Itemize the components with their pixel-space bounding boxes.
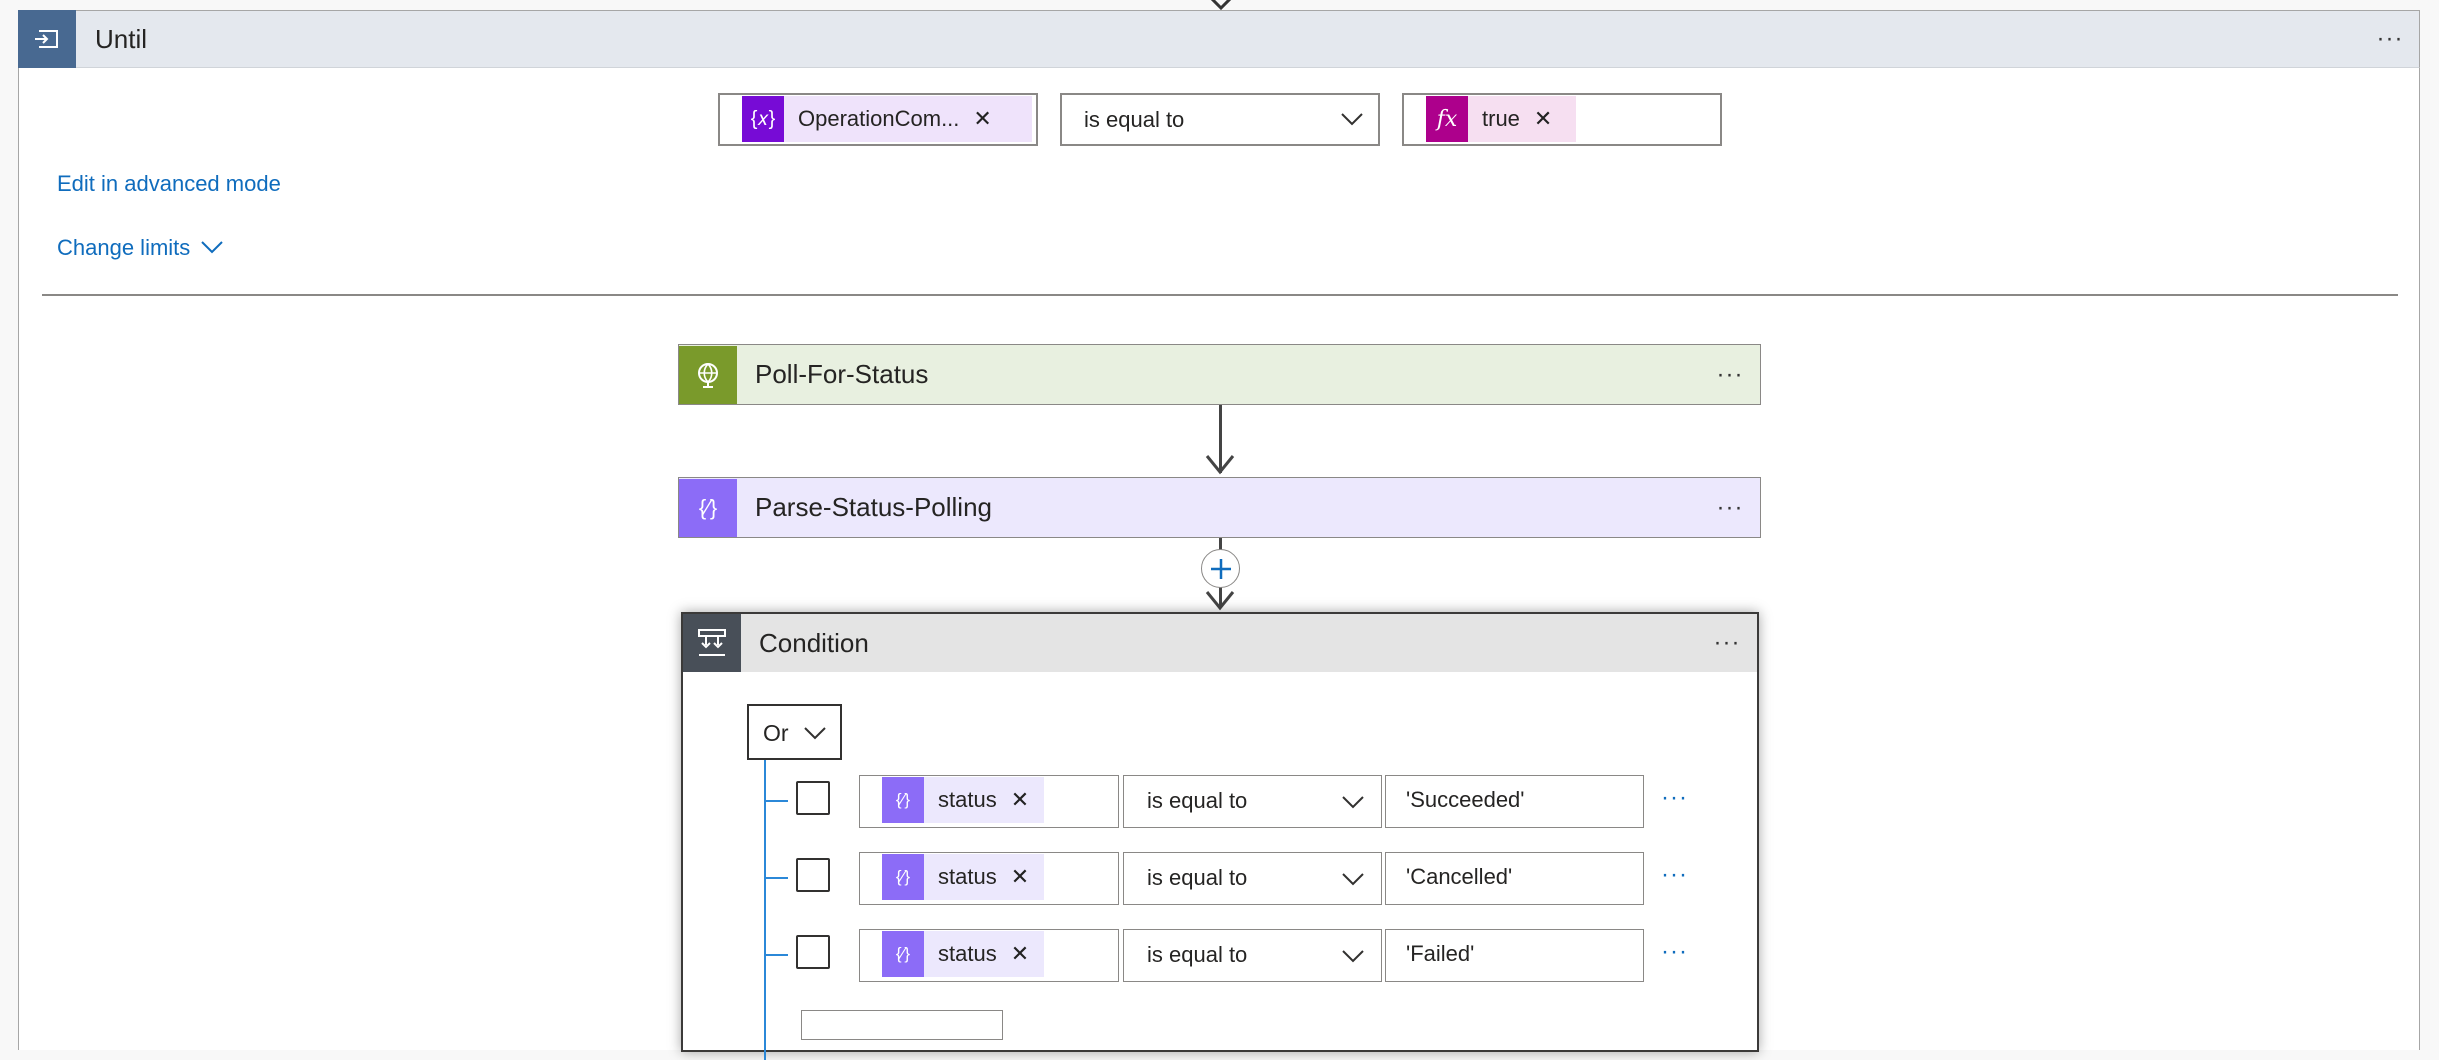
row-checkbox[interactable]	[796, 781, 830, 815]
condition-more-icon[interactable]: ···	[1713, 629, 1741, 656]
tree-line	[764, 760, 766, 1060]
row-left-operand[interactable]: {⁄} status ✕	[859, 929, 1119, 982]
change-limits-link[interactable]: Change limits	[57, 235, 191, 260]
row-operator-select[interactable]: is equal to	[1123, 929, 1382, 982]
row-operator-select[interactable]: is equal to	[1123, 852, 1382, 905]
divider	[42, 294, 2398, 296]
group-operator-value: Or	[763, 720, 789, 746]
status-token-label: status	[938, 787, 997, 812]
row-value-input[interactable]: 'Cancelled'	[1385, 852, 1644, 905]
row-value: 'Failed'	[1406, 941, 1475, 966]
remove-token-icon[interactable]: ✕	[1533, 106, 1553, 131]
remove-token-icon[interactable]: ✕	[1010, 864, 1030, 889]
row-more-icon[interactable]: ···	[1661, 861, 1688, 888]
row-left-operand[interactable]: {⁄} status ✕	[859, 852, 1119, 905]
operation-token: {𝑥} OperationCom... ✕	[742, 96, 1032, 142]
plus-icon[interactable]	[1201, 549, 1240, 588]
braces-icon: {⁄}	[882, 931, 924, 977]
condition-title: Condition	[759, 628, 869, 658]
braces-icon: {⁄}	[882, 854, 924, 900]
globe-icon	[679, 345, 737, 404]
row-more-icon[interactable]: ···	[1661, 784, 1688, 811]
until-more-icon[interactable]: ···	[2376, 25, 2404, 52]
true-token-label: true	[1482, 106, 1520, 131]
row-value-input[interactable]: 'Succeeded'	[1385, 775, 1644, 828]
group-operator-select[interactable]: Or	[747, 704, 842, 760]
chevron-down-icon	[1342, 873, 1364, 886]
braces-icon: {⁄}	[679, 478, 737, 537]
row-value: 'Succeeded'	[1406, 787, 1525, 812]
tree-branch	[766, 954, 788, 956]
arrow-down-icon	[1205, 591, 1235, 611]
status-token: {⁄} status ✕	[882, 854, 1044, 900]
connector-line	[1219, 405, 1222, 473]
fx-icon: fx	[1426, 96, 1468, 142]
parse-status-polling-title: Parse-Status-Polling	[755, 492, 992, 522]
tree-branch	[766, 800, 788, 802]
remove-token-icon[interactable]: ✕	[973, 106, 992, 131]
row-left-operand[interactable]: {⁄} status ✕	[859, 775, 1119, 828]
row-operator-select[interactable]: is equal to	[1123, 775, 1382, 828]
until-operator-select[interactable]: is equal to	[1060, 93, 1380, 146]
condition-card	[681, 612, 1759, 1052]
incoming-arrow	[1210, 0, 1232, 11]
tree-branch	[766, 877, 788, 879]
variable-icon: {𝑥}	[742, 96, 784, 142]
parse-more-icon[interactable]: ···	[1716, 493, 1744, 521]
status-token: {⁄} status ✕	[882, 931, 1044, 977]
condition-icon	[683, 614, 741, 672]
row-operator-value: is equal to	[1147, 942, 1248, 967]
status-token-label: status	[938, 941, 997, 966]
chevron-down-icon	[1342, 950, 1364, 963]
add-button[interactable]	[801, 1010, 1003, 1040]
poll-more-icon[interactable]: ···	[1716, 360, 1744, 388]
braces-icon: {⁄}	[882, 777, 924, 823]
loop-icon	[18, 10, 76, 68]
row-operator-value: is equal to	[1147, 788, 1248, 813]
chevron-down-icon	[1342, 796, 1364, 809]
until-left-operand[interactable]: {𝑥} OperationCom... ✕	[718, 93, 1038, 146]
parse-status-polling-card[interactable]: {⁄} Parse-Status-Polling ···	[678, 477, 1761, 538]
row-checkbox[interactable]	[796, 935, 830, 969]
chevron-down-icon[interactable]	[200, 240, 224, 254]
remove-token-icon[interactable]: ✕	[1010, 787, 1030, 812]
row-value: 'Cancelled'	[1406, 864, 1513, 889]
edit-advanced-link[interactable]: Edit in advanced mode	[57, 171, 281, 196]
operation-token-label: OperationCom...	[798, 106, 960, 131]
until-operator-value: is equal to	[1084, 107, 1185, 132]
until-right-operand[interactable]: fx true ✕	[1402, 93, 1722, 146]
until-header[interactable]	[18, 10, 2420, 68]
status-token: {⁄} status ✕	[882, 777, 1044, 823]
chevron-down-icon	[1341, 113, 1363, 126]
poll-for-status-card[interactable]: Poll-For-Status ···	[678, 344, 1761, 405]
row-value-input[interactable]: 'Failed'	[1385, 929, 1644, 982]
row-operator-value: is equal to	[1147, 865, 1248, 890]
row-checkbox[interactable]	[796, 858, 830, 892]
row-more-icon[interactable]: ···	[1661, 938, 1688, 965]
until-title: Until	[95, 24, 148, 54]
status-token-label: status	[938, 864, 997, 889]
condition-header[interactable]	[683, 614, 1757, 672]
true-token: fx true ✕	[1426, 96, 1576, 142]
chevron-down-icon	[804, 727, 826, 740]
arrow-down-icon	[1205, 455, 1235, 475]
poll-for-status-title: Poll-For-Status	[755, 359, 929, 389]
remove-token-icon[interactable]: ✕	[1010, 941, 1030, 966]
